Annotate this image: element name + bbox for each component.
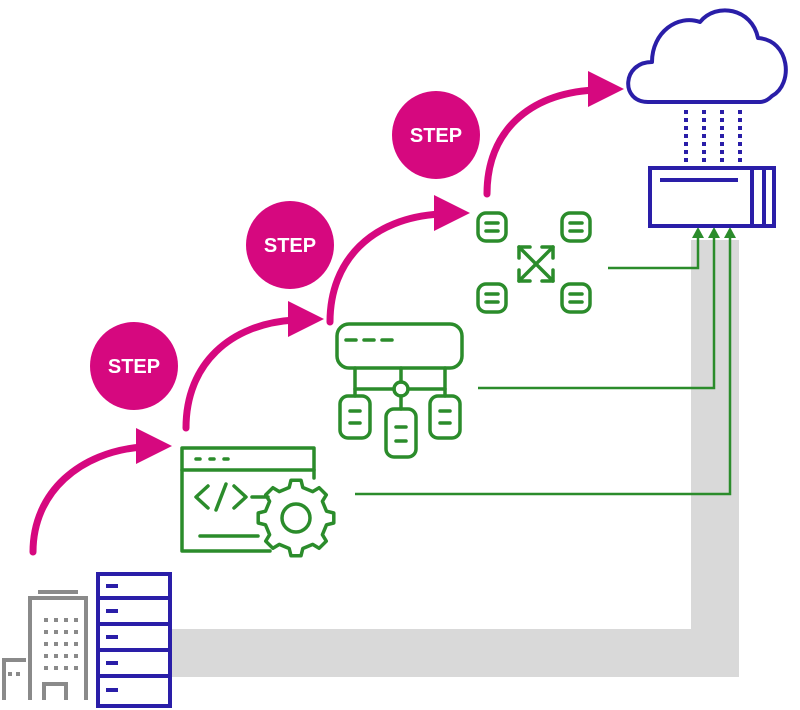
cloud-server-icon xyxy=(648,166,776,228)
hierarchy-panel-icon xyxy=(335,322,464,459)
server-rack-icon xyxy=(96,572,172,708)
code-window-with-gear-icon xyxy=(180,446,316,553)
step-arrows xyxy=(29,86,598,556)
connector-arrowheads xyxy=(692,227,736,238)
arrowhead-1 xyxy=(136,428,172,464)
arrow-4 xyxy=(483,86,598,198)
arrowhead-4 xyxy=(588,71,624,107)
step-badge-2: STEP xyxy=(246,201,334,289)
step-badge-3: STEP xyxy=(392,91,480,179)
connector-3 xyxy=(608,236,700,270)
building-icon xyxy=(2,590,88,700)
step-label: STEP xyxy=(264,235,316,257)
step-label: STEP xyxy=(108,356,160,378)
distributed-nodes-icon xyxy=(476,211,592,314)
cloud-icon xyxy=(626,8,788,104)
gear-icon xyxy=(256,478,336,558)
cloud-data-links xyxy=(684,110,742,166)
step-label: STEP xyxy=(410,125,462,147)
connector-1 xyxy=(355,236,732,496)
arrow-1 xyxy=(29,443,146,556)
arrow-2 xyxy=(182,316,298,432)
arrowhead-2 xyxy=(288,301,324,337)
connector-2 xyxy=(478,236,716,390)
arrowhead-3 xyxy=(434,195,470,231)
arrowheads xyxy=(136,71,624,464)
arrow-3 xyxy=(326,210,444,326)
building-windows xyxy=(8,618,78,676)
cloud-connectors xyxy=(355,236,732,496)
step-badge-1: STEP xyxy=(90,322,178,410)
